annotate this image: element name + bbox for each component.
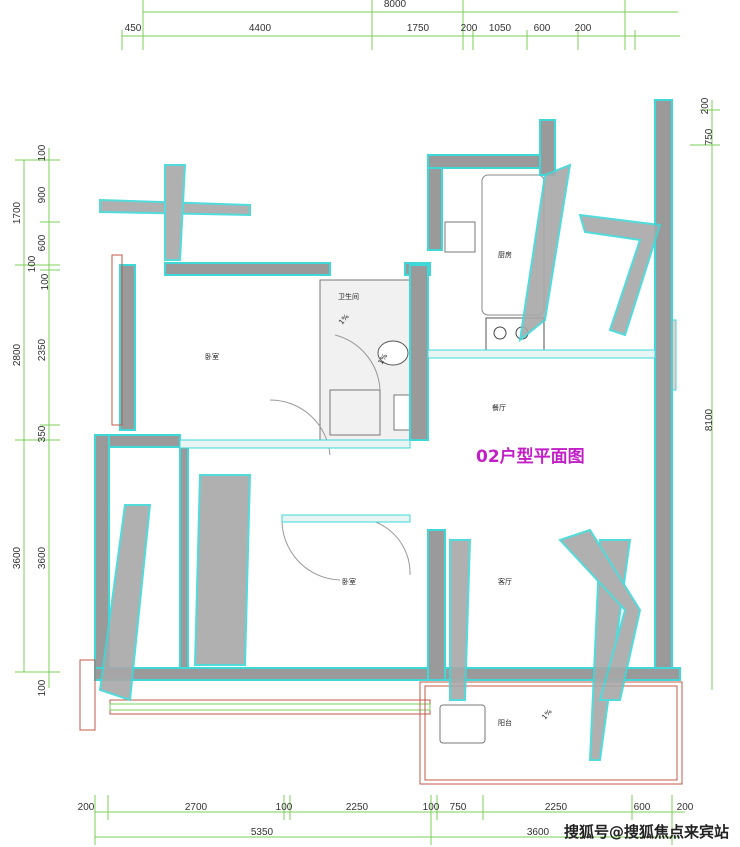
burner-icon: [493, 326, 507, 340]
dim-label: 3600: [527, 827, 550, 838]
dim-label: 2250: [545, 802, 568, 813]
dim-label: 200: [700, 97, 711, 114]
dim-label: 2350: [37, 338, 48, 361]
left-dimensions: 1700 2800 3600 100 100 900 600 100 100 2…: [12, 144, 51, 696]
dim-label: 2700: [185, 802, 208, 813]
dim-label: 1050: [489, 23, 512, 34]
room-label-bedroom-1: 卧室: [205, 352, 219, 361]
dim-label: 450: [125, 23, 142, 34]
room-label-balcony: 阳台: [498, 718, 512, 727]
dim-top-total: 8000: [384, 0, 407, 10]
sink-icon: [444, 221, 476, 253]
door-swing: [354, 517, 411, 576]
dimension-lines: [15, 0, 720, 845]
dim-label: 5350: [251, 827, 274, 838]
dim-label: 2800: [12, 343, 23, 366]
walls: [94, 99, 681, 681]
dim-label: 350: [37, 425, 48, 442]
plan-title: 02户型平面图: [476, 446, 585, 467]
washer-icon: [439, 704, 486, 744]
watermark-strokes: [98, 163, 662, 761]
dim-label: 100: [40, 273, 51, 290]
room-label-dining: 餐厅: [492, 403, 506, 412]
room-label-bedroom-2: 卧室: [342, 577, 356, 586]
dim-label: 600: [37, 234, 48, 251]
dim-label: 100: [27, 255, 38, 272]
dim-label: 200: [575, 23, 592, 34]
dim-label: 200: [677, 802, 694, 813]
dim-label: 600: [634, 802, 651, 813]
room-label-living: 客厅: [498, 577, 512, 586]
dim-label: 900: [37, 186, 48, 203]
dim-label: 750: [704, 128, 715, 145]
right-dimensions: 200 750 8100: [700, 97, 715, 431]
dim-label: 1750: [407, 23, 430, 34]
bottom-dimensions: 200 2700 100 2250 100 750 2250 600 200 5…: [78, 802, 694, 838]
dim-label: 4400: [249, 23, 272, 34]
dim-label: 200: [78, 802, 95, 813]
dim-label: 1700: [12, 201, 23, 224]
dim-label: 2250: [346, 802, 369, 813]
room-label-kitchen: 厨房: [498, 250, 512, 259]
room-label-bathroom: 卫生间: [338, 292, 359, 301]
shower-area: [329, 389, 381, 436]
dim-label: 100: [37, 144, 48, 161]
slope-mark: 1%: [540, 707, 553, 721]
toilet-icon: [377, 340, 409, 366]
dim-label: 100: [37, 679, 48, 696]
watermark: 搜狐号@搜狐焦点来宾站: [564, 823, 729, 841]
door-swing: [334, 334, 381, 391]
dim-label: 600: [534, 23, 551, 34]
dim-label: 100: [423, 802, 440, 813]
dim-label: 750: [450, 802, 467, 813]
dim-label: 3600: [12, 546, 23, 569]
dim-label: 3600: [37, 546, 48, 569]
dim-label: 100: [276, 802, 293, 813]
windows: [79, 254, 683, 785]
door-swing: [281, 517, 341, 581]
dim-label: 8100: [704, 408, 715, 431]
dim-label: 200: [461, 23, 478, 34]
